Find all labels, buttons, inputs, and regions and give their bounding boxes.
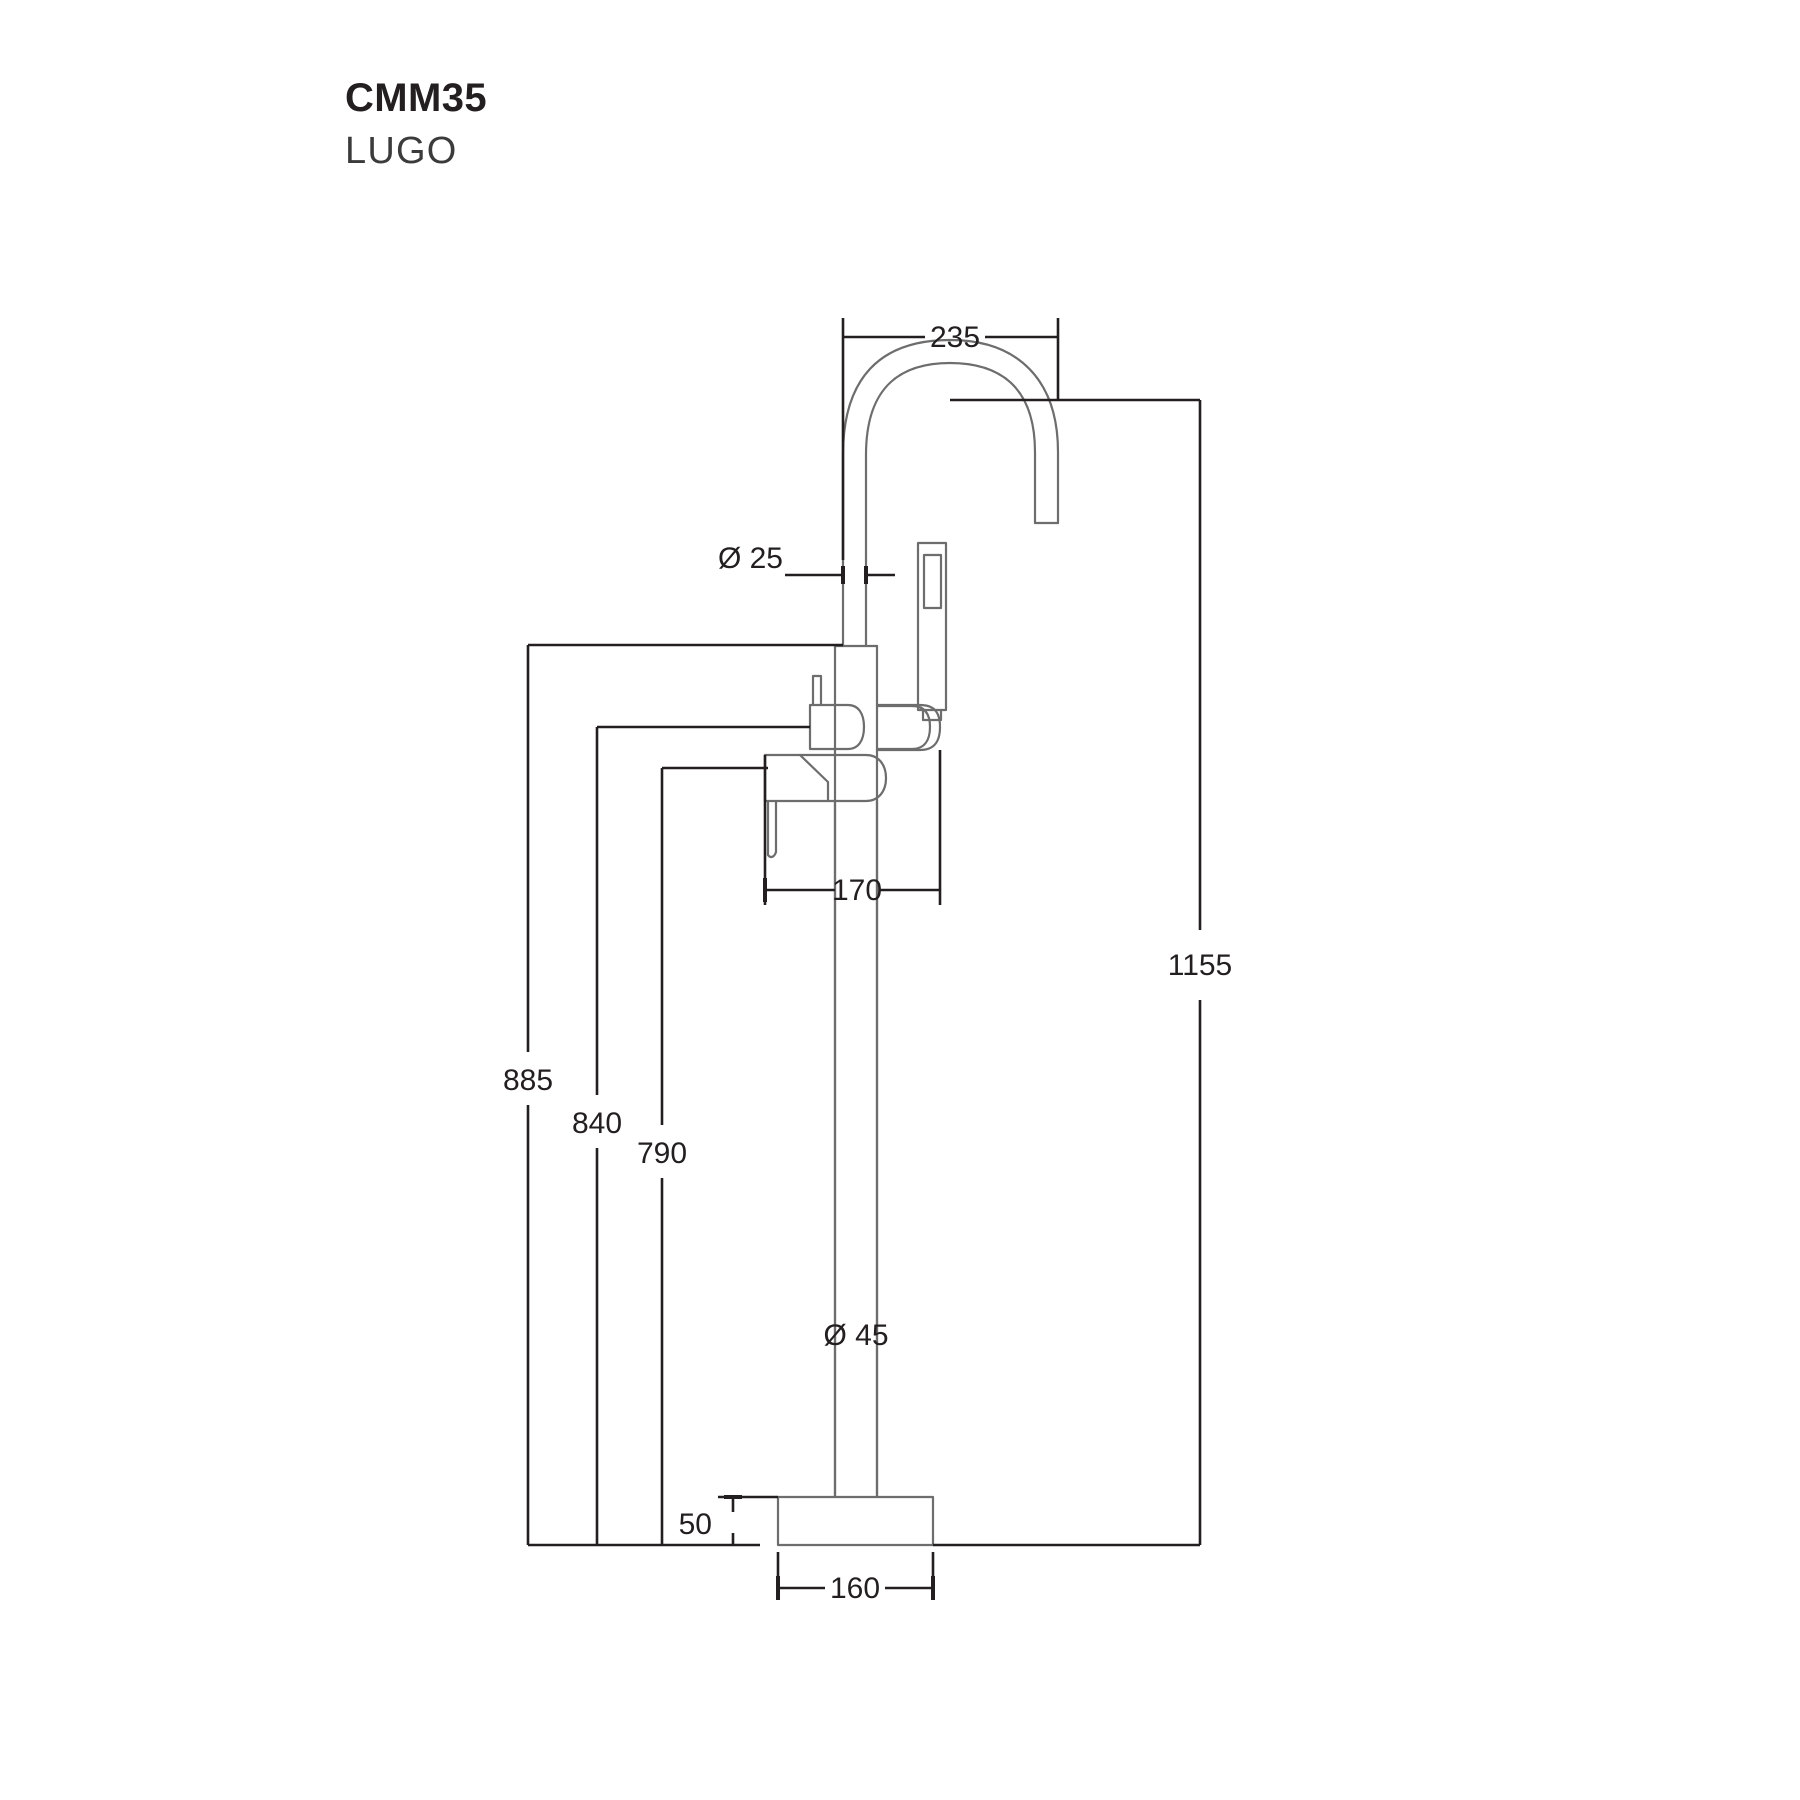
mixer-lever: [763, 753, 888, 859]
dimension-label-170: 170: [832, 874, 882, 907]
dimension-label-790: 790: [637, 1137, 687, 1170]
dimension-dia-45: Ø 45: [823, 1319, 888, 1352]
dimension-790: 790: [637, 766, 768, 1545]
gooseneck-spout: [841, 338, 1060, 562]
dimension-840: 840: [572, 725, 810, 1545]
dimension-label-50: 50: [679, 1508, 712, 1541]
riser-tube: [841, 558, 868, 648]
dimension-label-1155: 1155: [1168, 949, 1233, 982]
dimension-1155: 1155: [933, 400, 1233, 1547]
diverter-knob: [875, 703, 942, 752]
dimension-label-160: 160: [830, 1572, 880, 1605]
product-code: CMM35: [345, 76, 488, 120]
base-plate: [776, 1495, 935, 1547]
dimension-label-885: 885: [503, 1064, 553, 1097]
product-name: LUGO: [345, 130, 458, 172]
dimension-235: 235: [841, 318, 1060, 560]
dimension-label-840: 840: [572, 1107, 622, 1140]
dimension-50: 50: [679, 1495, 778, 1545]
product-geometry: [763, 338, 1060, 1547]
handshower: [916, 541, 948, 722]
dimension-170: 170: [763, 750, 942, 907]
dimension-885: 885: [503, 643, 843, 1547]
dimension-dia-25: Ø 25: [718, 542, 895, 584]
column: [833, 799, 879, 1499]
dimension-160: 160: [776, 1552, 935, 1605]
title-block: CMM35 LUGO: [345, 78, 487, 170]
dimension-label-235: 235: [930, 321, 980, 354]
dimension-label-dia-25: Ø 25: [718, 542, 783, 575]
dimension-label-dia-45: Ø 45: [823, 1319, 888, 1352]
diverter-knob-left: [808, 674, 866, 751]
valve-body: [833, 644, 879, 1499]
